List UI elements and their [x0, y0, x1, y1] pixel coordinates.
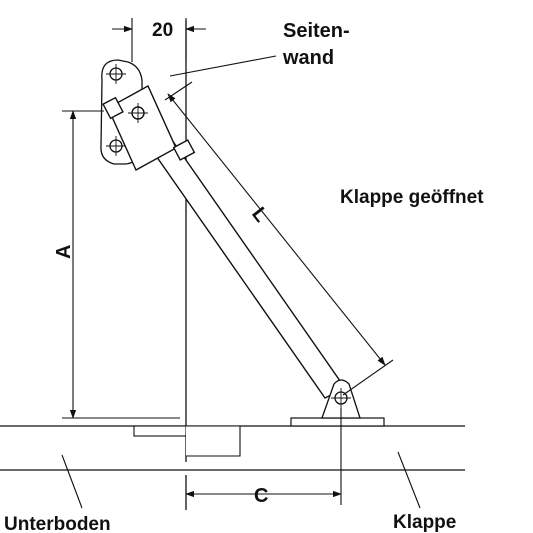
klappe-geoeffnet-label: Klappe geöffnet [340, 187, 484, 208]
seitenwand-label-line1: Seiten- [283, 20, 350, 42]
dim-a [62, 110, 180, 419]
unterboden-label: Unterboden [4, 514, 111, 533]
klappe-leader [397, 451, 421, 509]
dim-20-label: 20 [152, 20, 173, 41]
flap-mounting-plate [290, 417, 385, 427]
dim-c [185, 408, 342, 505]
stay-arm [143, 129, 347, 399]
seitenwand-leader [169, 55, 277, 77]
klappe-label: Klappe [393, 512, 456, 533]
seitenwand-label-line2: wand [282, 47, 334, 69]
dim-c-label: C [254, 485, 268, 507]
unterboden-leader [61, 454, 83, 509]
dim-l-label: L [247, 203, 272, 226]
base-rail [133, 425, 241, 457]
dim-a-label: A [53, 245, 75, 259]
dim-l [164, 81, 394, 396]
